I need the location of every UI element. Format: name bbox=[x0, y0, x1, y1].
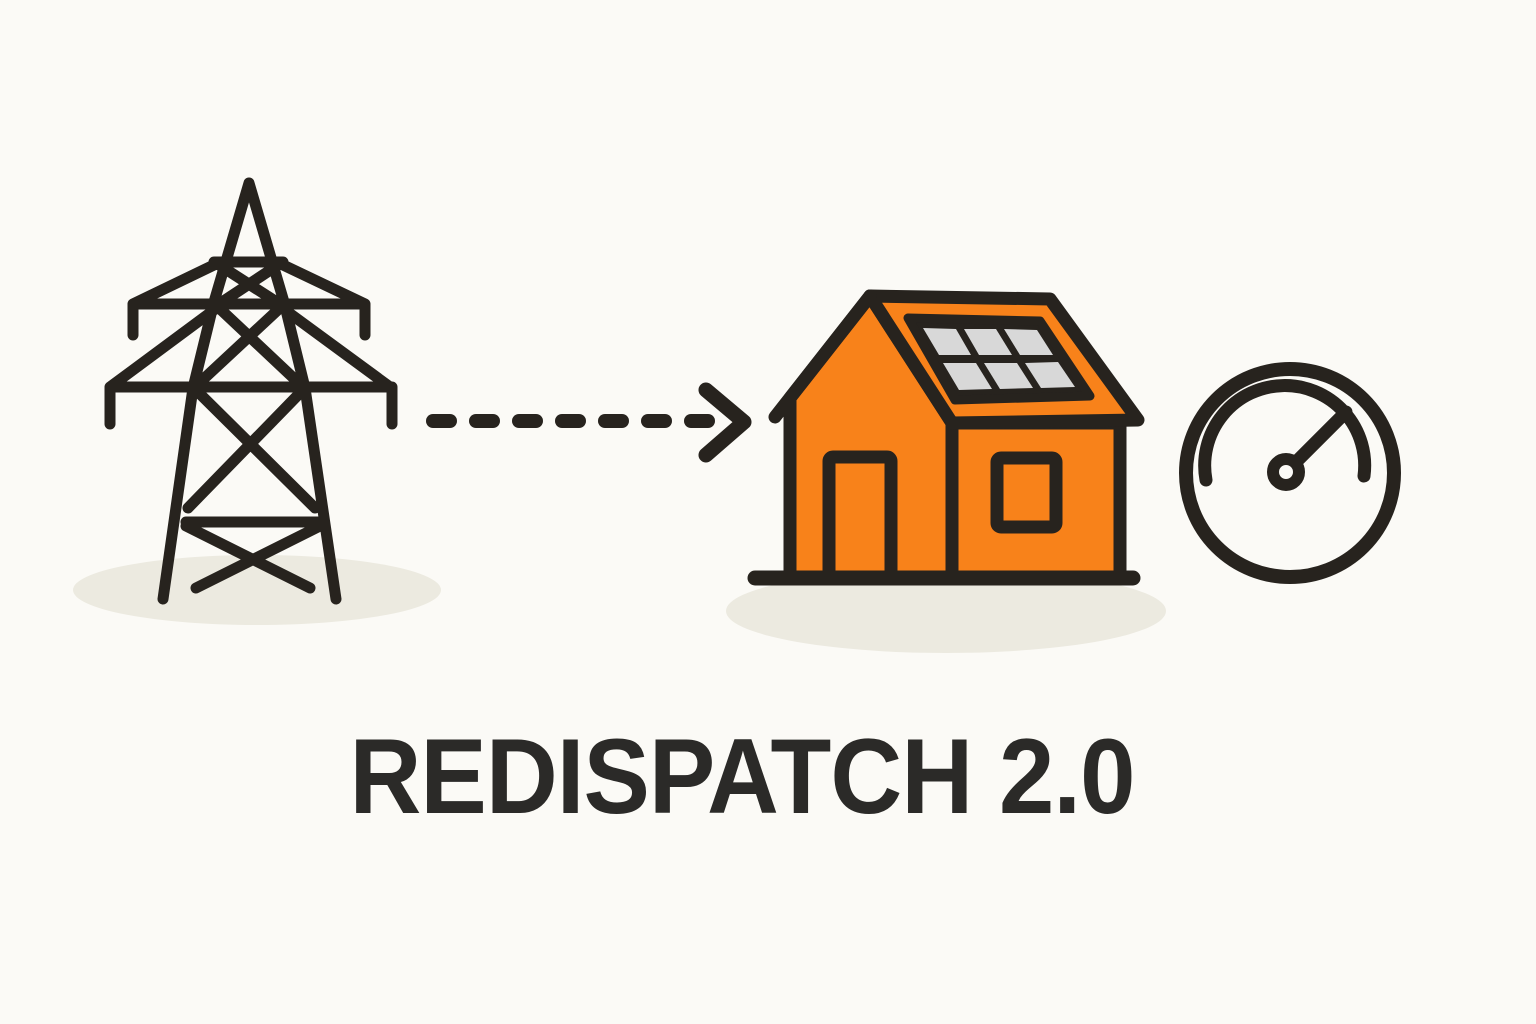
gauge-hub bbox=[1267, 453, 1305, 491]
solar-panel-icon bbox=[903, 313, 1095, 405]
house-window bbox=[990, 451, 1063, 534]
transmission-tower-icon bbox=[104, 177, 398, 605]
title-text: REDISPATCH 2.0 bbox=[349, 716, 1135, 836]
house-shadow bbox=[726, 569, 1166, 653]
gauge-dial bbox=[1179, 362, 1401, 584]
dashed-arrow-icon bbox=[426, 382, 752, 463]
gauge-icon bbox=[1179, 362, 1401, 584]
gauge-scale-arc bbox=[1198, 379, 1372, 487]
house-door bbox=[822, 450, 898, 584]
arrowhead-icon bbox=[698, 382, 752, 463]
roof-eave-edge bbox=[768, 289, 877, 424]
solar-house-icon bbox=[747, 289, 1145, 586]
